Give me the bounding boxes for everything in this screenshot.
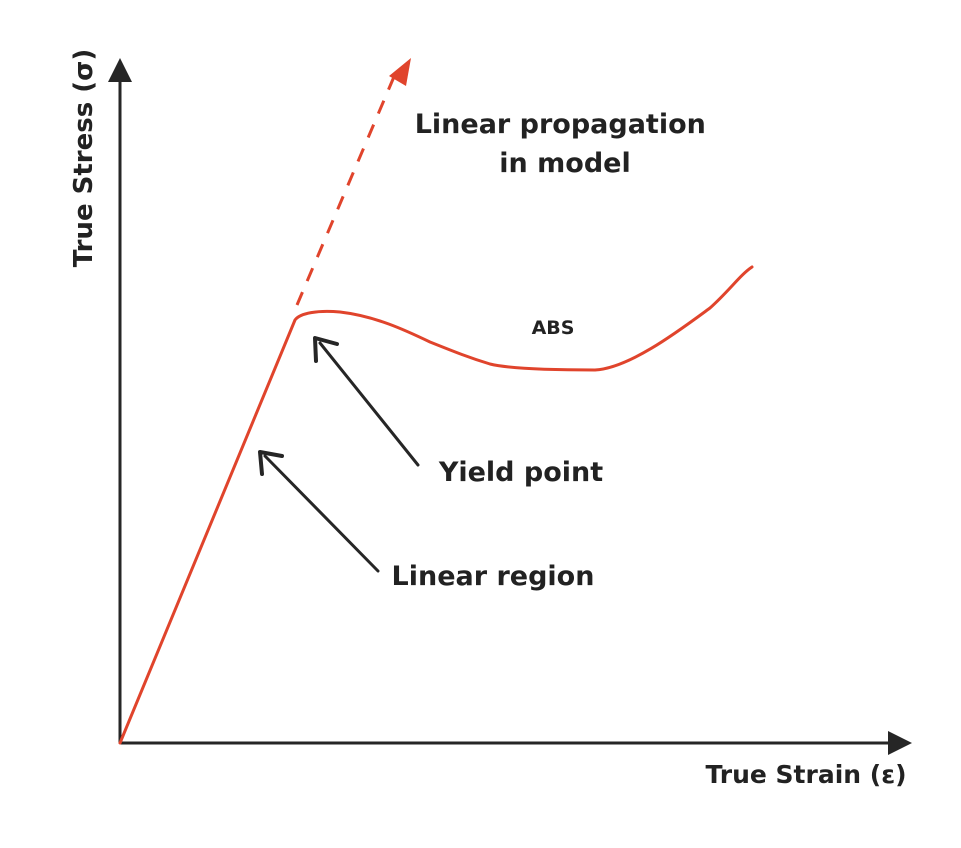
projection-arrow-icon xyxy=(389,58,411,86)
abs-stress-strain-curve xyxy=(118,265,754,745)
x-axis-label: True Strain (ε) xyxy=(705,760,906,789)
projection-label-line-2: in model xyxy=(499,148,630,179)
yield-pointer-arrow-icon xyxy=(313,336,339,363)
projection-label-line-1: Linear propagation xyxy=(415,109,706,140)
y-axis-label: True Stress (σ) xyxy=(69,49,99,268)
material-label: ABS xyxy=(532,317,575,339)
linear-projection-dashed-line xyxy=(295,71,398,306)
yield-point-label: Yield point xyxy=(438,457,603,488)
x-axis-arrow-icon xyxy=(888,731,912,755)
linear-region-pointer-arrow-icon xyxy=(258,450,284,476)
linear-region-label: Linear region xyxy=(392,561,595,592)
yield-pointer-shaft xyxy=(318,341,420,467)
projection-label: Linear propagation in model xyxy=(415,109,716,179)
y-axis-arrow-icon xyxy=(108,58,132,82)
linear-region-pointer-shaft xyxy=(263,454,380,573)
